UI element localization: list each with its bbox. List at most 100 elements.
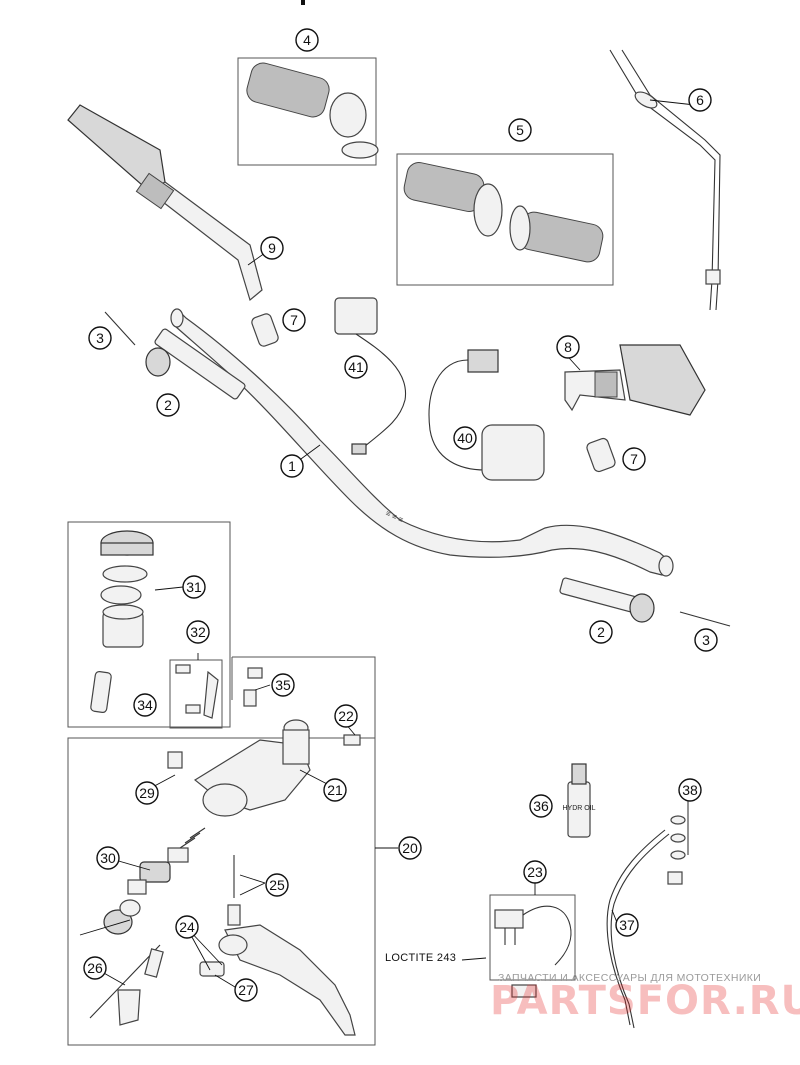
callout-20-label: 20 [402,840,418,856]
brake-line [606,815,686,1029]
callout-4: 4 [295,28,319,52]
watermark-tagline: ЗАПЧАСТИ И АКСЕССУАРЫ ДЛЯ МОТОТЕХНИКИ [498,972,762,984]
watermark-logo-text: PARTSFOR.RU [490,978,800,1024]
bracket [175,664,219,719]
mirror-left [67,104,263,302]
callout-24-label: 24 [179,919,195,935]
callout-26-label: 26 [87,960,103,976]
callout-6-label: 6 [696,92,704,108]
callout-41-label: 41 [348,359,364,375]
throttle-cables [609,49,721,311]
callout-7-left: 7 [282,308,306,332]
callout-26: 26 [83,956,107,980]
callout-40: 40 [453,426,477,450]
callout-20: 20 [398,836,422,860]
callout-30: 30 [96,846,120,870]
callout-7-right-label: 7 [630,451,638,467]
callout-38: 38 [678,778,702,802]
callout-6: 6 [688,88,712,112]
callout-29: 29 [135,781,159,805]
callout-34-label: 34 [137,697,153,713]
callout-34: 34 [133,693,157,717]
callout-3-left-label: 3 [96,330,104,346]
callout-1-label: 1 [288,458,296,474]
adjuster [199,961,225,977]
callout-37-label: 37 [619,917,635,933]
screw-left [104,311,136,346]
callout-2-right: 2 [589,620,613,644]
callout-22-label: 22 [338,708,354,724]
master-cylinder [167,719,361,817]
piston-kit [103,827,206,935]
callout-7-left-label: 7 [290,312,298,328]
sleeve-right [586,437,616,473]
callout-2-right-label: 2 [597,624,605,640]
callout-24: 24 [175,915,199,939]
callout-23-label: 23 [527,864,543,880]
bar-end-right [559,577,655,623]
box-grip-set [396,153,614,286]
callout-3-left: 3 [88,326,112,350]
callout-3-right: 3 [694,628,718,652]
header-mark [301,0,305,5]
callout-27-label: 27 [238,982,254,998]
bar-end-left [145,328,246,400]
callout-35: 35 [271,673,295,697]
callout-9: 9 [260,236,284,260]
callout-3-right-label: 3 [702,632,710,648]
callout-21-label: 21 [327,782,343,798]
callout-37: 37 [615,913,639,937]
mirror-right [564,344,706,416]
reservoir [90,530,154,714]
callout-23: 23 [523,860,547,884]
handlebar: ≡ ≡ ≡ [170,308,674,577]
box-bracket [169,659,223,729]
callout-38-label: 38 [682,782,698,798]
light-switch [428,349,545,481]
box-reservoir [67,521,231,728]
callout-5-label: 5 [516,122,524,138]
callout-9-label: 9 [268,240,276,256]
callout-32-label: 32 [190,624,206,640]
grip-set [403,162,604,263]
callout-32: 32 [186,620,210,644]
callout-36-label: 36 [533,798,549,814]
watermark-logo: PARTSFOR.RU [490,978,800,1024]
callout-27: 27 [234,978,258,1002]
callout-5: 5 [508,118,532,142]
oil-bottle [567,763,591,838]
callout-4-label: 4 [303,32,311,48]
callout-35-label: 35 [275,677,291,693]
callout-31: 31 [182,575,206,599]
callout-7-right: 7 [622,447,646,471]
callout-1: 1 [280,454,304,478]
loctite-label: LOCTITE 243 [385,952,457,964]
box-brake-switch [489,894,576,981]
lever-pivot [89,944,164,1026]
bleed-screw [243,667,263,707]
callout-22: 22 [334,704,358,728]
callout-40-label: 40 [457,430,473,446]
sleeve-left [251,313,279,347]
callout-25-label: 25 [269,877,285,893]
kill-switch [334,297,407,455]
callout-31-label: 31 [186,579,202,595]
callout-30-label: 30 [100,850,116,866]
bottle-label: HYDR OIL [562,805,595,812]
brake-switch [494,905,572,998]
callout-8-label: 8 [564,339,572,355]
screw-right [679,611,731,627]
box-brake-assembly [67,737,376,1046]
callout-2-left: 2 [156,393,180,417]
box-throttle-grip [237,57,377,166]
callout-21: 21 [323,778,347,802]
callout-41: 41 [344,355,368,379]
callout-36: 36 [529,794,553,818]
callout-2-left-label: 2 [164,397,172,413]
throttle-grip [246,62,379,159]
callout-29-label: 29 [139,785,155,801]
callout-25: 25 [265,873,289,897]
callout-8: 8 [556,335,580,359]
brake-lever [218,855,356,1036]
